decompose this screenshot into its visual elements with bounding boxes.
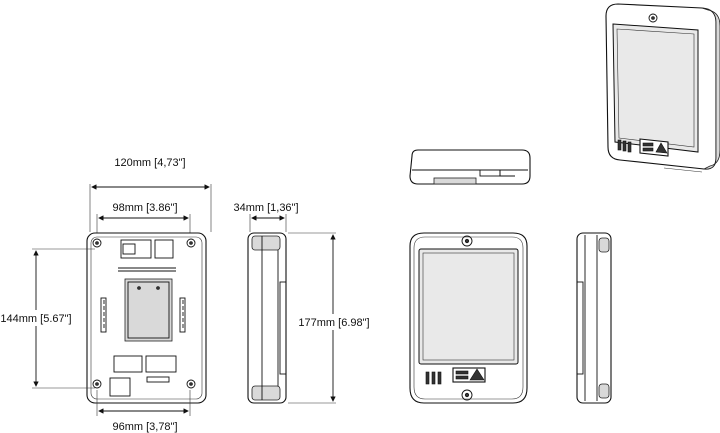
- overall-height-label: 177mm [6.98"]: [298, 317, 369, 329]
- axis-logo-icon: [639, 138, 669, 157]
- axis-logo-icon: [452, 367, 486, 383]
- front-view: [409, 232, 528, 404]
- inner-width-bottom-label: 96mm [3,78"]: [112, 421, 177, 433]
- back-view: 120mm [4,73"] 98mm [3.86"]: [0, 157, 212, 433]
- depth-label: 34mm [1,36"]: [233, 202, 298, 214]
- inner-width-top-label: 98mm [3.86"]: [112, 202, 177, 214]
- isometric-view: [605, 3, 720, 173]
- hole-spacing-height-label: 144mm [5.67"]: [0, 313, 71, 325]
- overall-width-label: 120mm [4,73"]: [114, 157, 185, 169]
- top-view: [409, 149, 531, 185]
- right-side-view: [576, 232, 612, 404]
- side-view: 34mm [1,36"] 177mm [6.98"]: [233, 202, 370, 404]
